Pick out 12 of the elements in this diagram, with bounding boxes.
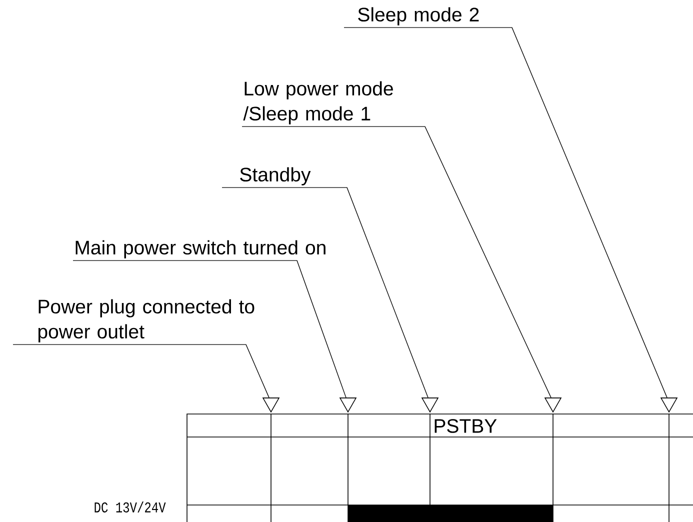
label-text: Sleep mode 2 — [358, 7, 479, 26]
leader-line — [72, 260, 346, 398]
leader-line — [222, 187, 428, 398]
voltage-label: DC 13V/24V — [94, 502, 166, 512]
leader-line — [344, 27, 668, 398]
signal-name: PSTBY — [434, 419, 497, 433]
label-text: Standby — [240, 167, 311, 186]
label-text: Low power mode /Sleep mode 1 — [243, 81, 393, 124]
label-text: Main power switch turned on — [76, 240, 326, 258]
label-text: Power plug connected to power outlet — [38, 299, 254, 342]
leader-line — [242, 126, 552, 398]
leader-line — [12, 344, 270, 398]
